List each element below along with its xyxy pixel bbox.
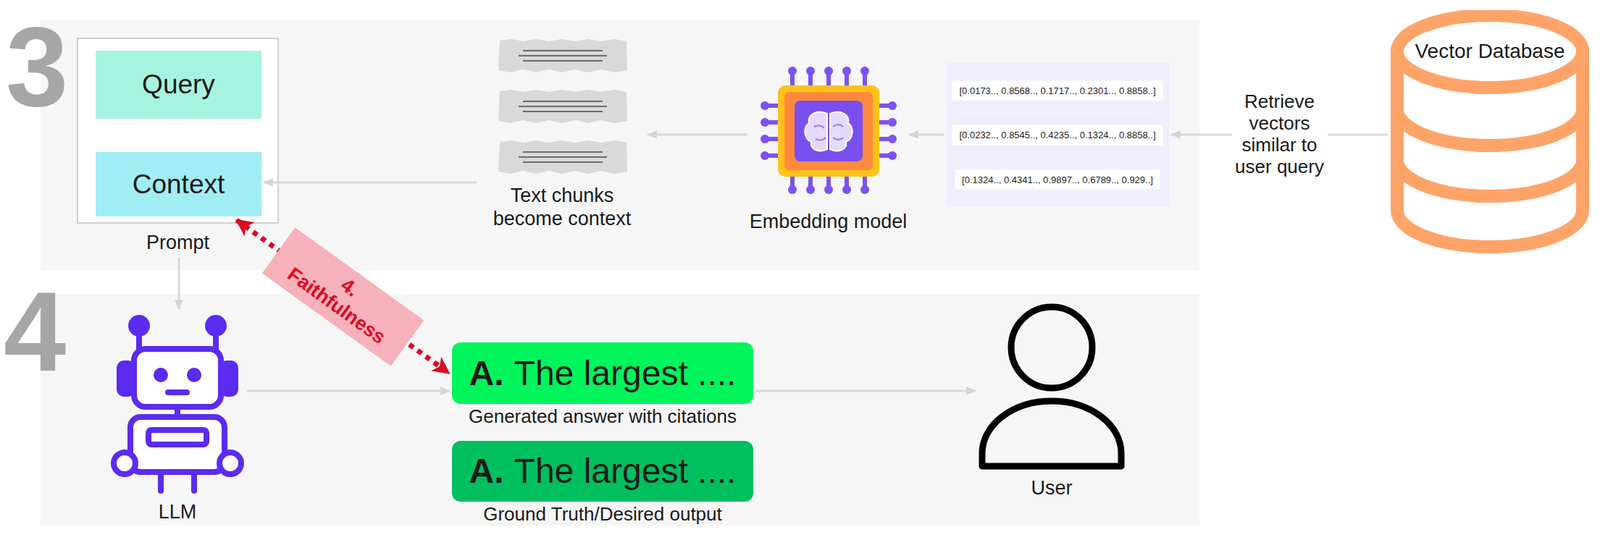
vector-database: Vector Database bbox=[1389, 10, 1590, 261]
box-label: A. bbox=[469, 352, 505, 395]
box-text: Context bbox=[132, 168, 226, 200]
query-box: Query bbox=[95, 50, 262, 119]
box-text: A.The largest .... bbox=[469, 352, 737, 395]
caption: Prompt bbox=[146, 231, 210, 255]
caption-wrap: LLM bbox=[158, 500, 198, 524]
caption-wrap: Embedding model bbox=[749, 210, 908, 234]
caption: User bbox=[1030, 476, 1072, 500]
caption-wrap: Text chunks become context bbox=[478, 183, 646, 232]
step-number: 3 bbox=[5, 10, 69, 124]
box-label: The largest .... bbox=[514, 352, 737, 395]
caption-wrap: Ground Truth/Desired output bbox=[483, 503, 723, 526]
vector-panel: [0.0173.., 0.8568.., 0.1717.., 0.2301..,… bbox=[945, 63, 1170, 208]
context-box: Context bbox=[95, 152, 262, 217]
box-label: Context bbox=[132, 168, 226, 200]
embedding-vector: [0.0173.., 0.8568.., 0.1717.., 0.2301..,… bbox=[951, 80, 1163, 101]
caption-wrap: Prompt bbox=[146, 231, 210, 255]
caption: LLM bbox=[158, 500, 198, 524]
caption: Text chunks become context bbox=[478, 183, 646, 232]
embedding-model: Embedding model bbox=[760, 66, 896, 195]
llm-robot: LLM bbox=[110, 311, 245, 495]
database-cylinder bbox=[1397, 109, 1583, 146]
step-band: 4LLMA.The largest ....Generated answer w… bbox=[40, 294, 1200, 526]
caption: Ground Truth/Desired output bbox=[483, 503, 723, 526]
box-text: A.The largest .... bbox=[469, 450, 737, 493]
step-number-wrap: 3 bbox=[5, 10, 69, 124]
caption-wrap: Generated answer with citations bbox=[468, 405, 737, 429]
edge-label-wrap: Retrieve vectors similar to user query bbox=[1232, 89, 1328, 180]
database-label-wrap: Vector Database bbox=[1389, 39, 1590, 64]
box-label: A. bbox=[469, 450, 505, 493]
edge-label: Retrieve vectors similar to user query bbox=[1232, 89, 1328, 180]
box-text: Query bbox=[141, 68, 216, 101]
step-number-wrap: 4 bbox=[3, 275, 66, 389]
database-cylinder bbox=[1397, 160, 1583, 197]
box-label: The largest .... bbox=[514, 450, 737, 493]
box-label: Query bbox=[141, 68, 216, 101]
user-icon: User bbox=[977, 304, 1126, 470]
step-number: 4 bbox=[3, 275, 66, 389]
embedding-vector: [0.0232.., 0.8545.., 0.4235.., 0.1324..,… bbox=[951, 125, 1163, 146]
answer-box: A.The largest ....Generated answer with … bbox=[451, 342, 754, 405]
step-band: 3PromptQueryContextText chunks become co… bbox=[40, 20, 1200, 271]
vector-list: [0.0173.., 0.8568.., 0.1717.., 0.2301..,… bbox=[951, 80, 1163, 190]
text-chunks: Text chunks become context bbox=[496, 39, 628, 176]
caption: Generated answer with citations bbox=[468, 405, 737, 429]
prompt-box: PromptQueryContext bbox=[76, 37, 279, 224]
embedding-vector: [0.1324.., 0.4341.., 0.9897.., 0.6789..,… bbox=[954, 169, 1161, 190]
ground-truth-box: A.The largest ....Ground Truth/Desired o… bbox=[451, 441, 754, 502]
caption-wrap: User bbox=[1030, 476, 1072, 500]
caption: Embedding model bbox=[749, 210, 908, 234]
database-label: Vector Database bbox=[1389, 39, 1590, 64]
